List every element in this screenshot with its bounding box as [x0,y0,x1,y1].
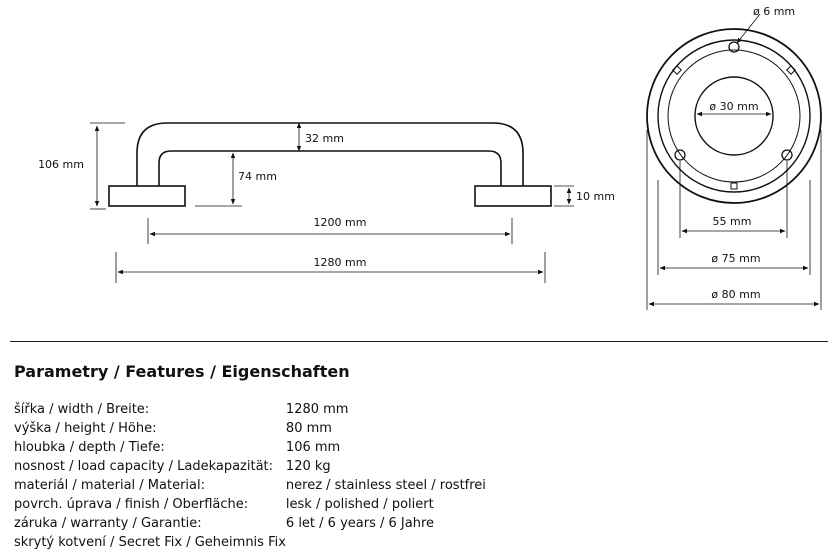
row-value: 106 mm [285,440,341,455]
row-value: 80 mm [285,421,332,436]
row-label: výška / height / Höhe: [14,421,157,436]
hole-spacing-label: 55 mm [713,215,752,228]
right-flange [474,185,552,207]
row-label: materiál / material / Material: [14,478,206,493]
depth-label: 106 mm [38,158,84,171]
row-label: skrytý kotvení / Secret Fix / Geheimnis … [14,535,286,550]
screw-hole-right [781,149,793,161]
base-circle [657,39,811,193]
features-title: Parametry / Features / Eigenschaften [14,362,350,381]
center-distance-label: 1200 mm [314,216,367,229]
left-flange [108,185,186,207]
screw-hole-leader [736,13,761,44]
flange-thickness-label: 10 mm [576,190,615,203]
table-row: záruka / warranty / Garantie: 6 let / 6 … [14,514,486,533]
table-row: materiál / material / Material: nerez / … [14,476,486,495]
section-divider [10,341,828,342]
table-row: výška / height / Höhe: 80 mm [14,419,486,438]
tube-circle [694,76,774,156]
clearance-label: 74 mm [238,170,277,183]
inner-ring-circle [667,49,801,183]
table-row: povrch. úprava / finish / Oberfläche: le… [14,495,486,514]
table-row: nosnost / load capacity / Ladekapazität:… [14,457,486,476]
marker-square-left [672,65,682,75]
front-view: ø 6 mm ø 30 mm 55 mm ø 75 mm ø 80 mm [646,5,822,310]
row-value: 6 let / 6 years / 6 Jahre [285,516,434,531]
row-label: nosnost / load capacity / Ladekapazität: [14,459,274,474]
cover-diameter-label: ø 80 mm [711,288,760,301]
bar-inner-edge [158,150,502,186]
marker-square-right [786,65,796,75]
row-value [286,533,486,552]
row-value: 120 kg [285,459,331,474]
table-row: skrytý kotvení / Secret Fix / Geheimnis … [14,533,486,552]
row-value: 1280 mm [285,402,349,417]
screw-hole-label: ø 6 mm [753,5,795,18]
row-label: hloubka / depth / Tiefe: [14,440,165,455]
cover-outer-circle [646,28,822,204]
screw-hole-left [674,149,686,161]
tube-diameter-label: 32 mm [305,132,344,145]
screw-hole-top [728,41,740,53]
row-label: záruka / warranty / Garantie: [14,516,202,531]
row-value: lesk / polished / poliert [285,497,434,512]
marker-square-bottom [730,182,738,190]
tube-circle-label: ø 30 mm [709,100,758,113]
table-row: hloubka / depth / Tiefe: 106 mm [14,438,486,457]
row-label: šířka / width / Breite: [14,402,150,417]
row-label: povrch. úprava / finish / Oberfläche: [14,497,249,512]
technical-drawing: 106 mm 32 mm 74 mm 10 mm 1200 mm 1280 mm [38,5,822,310]
table-row: šířka / width / Breite: 1280 mm [14,400,486,419]
total-length-label: 1280 mm [314,256,367,269]
features-table: šířka / width / Breite: 1280 mm výška / … [14,400,486,552]
row-value: nerez / stainless steel / rostfrei [285,478,486,493]
base-diameter-label: ø 75 mm [711,252,760,265]
bar-outer-edge [136,122,524,186]
side-view: 106 mm 32 mm 74 mm 10 mm 1200 mm 1280 mm [38,122,615,283]
